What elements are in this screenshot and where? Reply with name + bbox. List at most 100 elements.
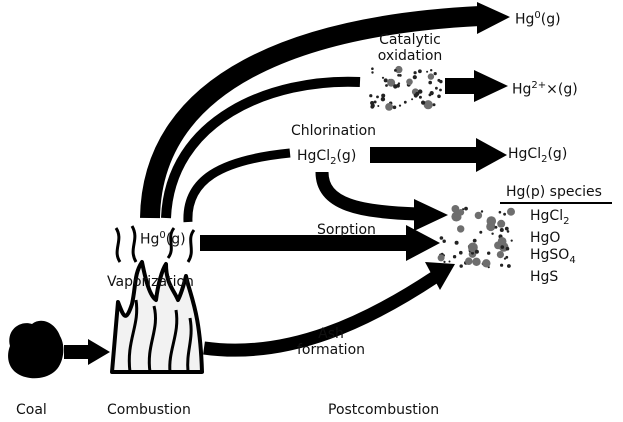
arrow-coal-to-combustion bbox=[64, 339, 110, 365]
hgp-particles bbox=[437, 205, 515, 269]
species-hgo: HgO bbox=[530, 229, 561, 246]
hg0-top-label: Hg0(g) bbox=[515, 10, 561, 28]
particle bbox=[497, 219, 506, 228]
particle bbox=[423, 100, 433, 110]
particle bbox=[383, 78, 388, 83]
particle bbox=[507, 207, 515, 216]
particle bbox=[457, 225, 465, 233]
particle bbox=[381, 76, 385, 79]
particle bbox=[377, 105, 380, 107]
particle bbox=[472, 257, 481, 266]
particle bbox=[371, 67, 374, 70]
particle bbox=[448, 260, 451, 263]
particle bbox=[403, 100, 407, 104]
particle bbox=[397, 82, 401, 85]
particle bbox=[442, 239, 446, 243]
particle bbox=[500, 245, 505, 249]
arrow-hgcl2-to-particles bbox=[315, 171, 448, 231]
particle bbox=[472, 238, 477, 243]
particle bbox=[497, 237, 507, 246]
particle bbox=[432, 103, 436, 107]
arrow-to-hg2-plus bbox=[445, 70, 508, 102]
particle bbox=[380, 97, 386, 102]
particle bbox=[435, 86, 438, 90]
particle bbox=[505, 246, 510, 251]
particle bbox=[454, 240, 459, 245]
particle bbox=[465, 257, 473, 266]
coal-lump bbox=[8, 320, 64, 379]
particle bbox=[398, 74, 402, 77]
particle bbox=[381, 93, 386, 98]
species-hgcl2: HgCl2 bbox=[530, 208, 570, 227]
particle bbox=[385, 103, 393, 111]
particle bbox=[498, 210, 502, 214]
particle bbox=[427, 73, 435, 80]
particle bbox=[370, 104, 375, 109]
particle bbox=[421, 100, 426, 105]
particle bbox=[433, 72, 437, 76]
stage-postcombustion: Postcombustion bbox=[328, 402, 440, 418]
particle bbox=[443, 260, 446, 263]
particle bbox=[415, 91, 420, 96]
particle bbox=[437, 94, 441, 99]
arrow-to-hg0-top bbox=[140, 2, 510, 219]
particle bbox=[459, 264, 463, 268]
particle bbox=[395, 65, 403, 74]
particle bbox=[507, 264, 511, 268]
arrow-to-catalytic-oxidation bbox=[161, 76, 361, 219]
species-hgso4: HgSO4 bbox=[530, 246, 576, 266]
particle bbox=[474, 211, 483, 220]
particle bbox=[491, 232, 494, 235]
particle bbox=[393, 84, 398, 89]
particle bbox=[503, 257, 507, 260]
particle bbox=[439, 79, 443, 84]
particle bbox=[418, 69, 422, 74]
arrow-to-hgcl2-right bbox=[370, 138, 507, 172]
particle bbox=[439, 236, 444, 240]
hgp-species-label: Hg(p) species bbox=[506, 184, 602, 200]
particle bbox=[418, 95, 422, 99]
hgcl2-right-label: HgCl2(g) bbox=[508, 146, 568, 165]
particle bbox=[428, 93, 432, 97]
particle bbox=[373, 100, 377, 104]
particle bbox=[482, 259, 491, 268]
particle bbox=[487, 251, 491, 255]
particle bbox=[426, 70, 429, 73]
catalytic-oxidation-label: Catalytic oxidation bbox=[377, 32, 443, 64]
catalytic-oxidation-particles bbox=[369, 65, 443, 111]
particle bbox=[394, 69, 397, 72]
combustion-flame bbox=[110, 225, 204, 374]
stage-combustion: Combustion bbox=[107, 402, 191, 418]
particle bbox=[504, 226, 509, 231]
stage-coal: Coal bbox=[16, 402, 47, 418]
species-hgs: HgS bbox=[530, 268, 559, 285]
particle bbox=[459, 250, 463, 255]
arrow-to-chlorination bbox=[183, 148, 291, 223]
particle bbox=[413, 71, 417, 75]
particle bbox=[496, 251, 504, 259]
particle bbox=[387, 78, 396, 87]
particle bbox=[500, 263, 504, 267]
particle bbox=[506, 230, 510, 233]
particle bbox=[412, 75, 417, 80]
arrow-sorption bbox=[200, 225, 440, 261]
particle bbox=[503, 212, 506, 216]
particle bbox=[474, 249, 479, 254]
particle bbox=[371, 71, 374, 74]
particle bbox=[369, 94, 373, 98]
particle bbox=[430, 69, 433, 72]
particle bbox=[428, 80, 433, 85]
particle bbox=[439, 88, 442, 92]
particle bbox=[499, 228, 504, 232]
particle bbox=[480, 210, 484, 213]
particle bbox=[457, 209, 465, 216]
particle bbox=[418, 89, 423, 94]
particle bbox=[494, 225, 498, 229]
particle bbox=[505, 255, 509, 259]
ash-formation-label: Ash formation bbox=[296, 326, 366, 358]
particle bbox=[376, 95, 379, 99]
hgcl2-mid-label: HgCl2(g) bbox=[297, 148, 357, 167]
arrow-ash-formation bbox=[203, 262, 455, 357]
particle bbox=[411, 98, 414, 101]
